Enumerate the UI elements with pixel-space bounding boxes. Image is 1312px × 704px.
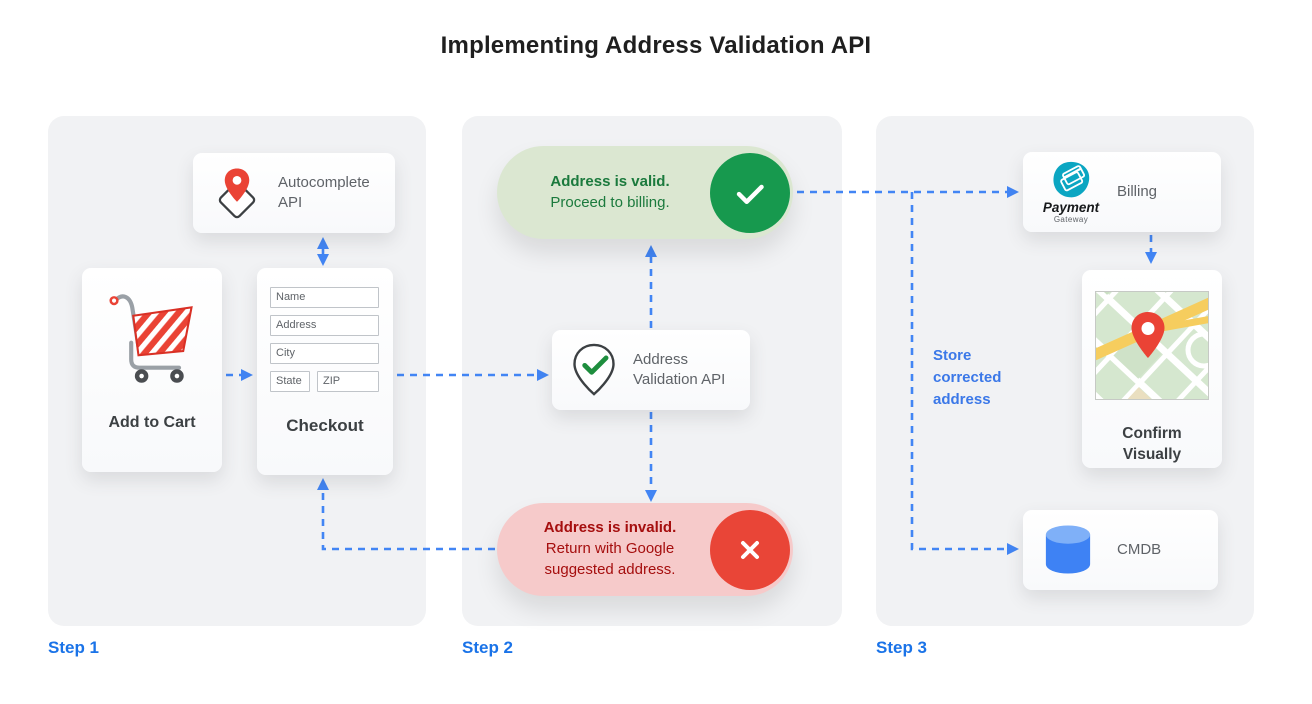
billing-card: Payment Gateway Billing <box>1023 152 1221 232</box>
autocomplete-api-label: Autocomplete API <box>278 174 370 211</box>
payment-logo-title: Payment <box>1042 199 1100 215</box>
address-invalid-pill: Address is invalid. Return with Google s… <box>497 503 793 596</box>
address-field: Address <box>270 315 379 336</box>
confirm-visually-card: Confirm Visually <box>1082 270 1222 468</box>
payment-gateway-logo: Payment Gateway <box>1033 160 1109 225</box>
step3-panel: Payment Gateway Billing <box>876 116 1254 626</box>
cmdb-card: CMDB <box>1023 510 1218 590</box>
address-validation-api-label: Address Validation API <box>633 351 726 388</box>
step2-panel: Address is valid. Proceed to billing. Ad… <box>462 116 842 626</box>
invalid-title: Address is invalid. <box>543 519 677 537</box>
city-field: City <box>270 343 379 364</box>
checkout-form: Name Address City State ZIP <box>257 268 393 399</box>
address-valid-pill: Address is valid. Proceed to billing. <box>497 146 793 239</box>
autocomplete-api-card: Autocomplete API <box>193 153 395 233</box>
invalid-subtitle: Return with Google suggested address. <box>544 540 676 578</box>
step1-label: Step 1 <box>48 638 100 657</box>
cmdb-label: CMDB <box>1117 541 1162 559</box>
invalid-x-badge <box>710 509 790 590</box>
checkout-label: Checkout <box>286 416 364 435</box>
name-field: Name <box>270 287 379 308</box>
map-thumbnail <box>1095 291 1209 400</box>
state-field: State <box>270 371 310 392</box>
database-icon <box>1045 525 1091 574</box>
page-title: Implementing Address Validation API <box>440 32 872 59</box>
store-corrected-address-note: Store corrected address <box>933 347 1002 408</box>
valid-subtitle: Proceed to billing. <box>550 193 670 211</box>
add-to-cart-card: Add to Cart <box>82 268 222 472</box>
payment-logo-subtitle: Gateway <box>1053 215 1089 225</box>
valid-title: Address is valid. <box>550 172 670 190</box>
confirm-visually-label: Confirm Visually <box>1122 425 1182 463</box>
payment-gateway-blob-icon <box>1053 161 1090 198</box>
step2-label: Step 2 <box>462 638 514 657</box>
add-to-cart-label: Add to Cart <box>108 414 196 431</box>
zip-field: ZIP <box>317 371 379 392</box>
x-icon <box>741 540 759 559</box>
address-validation-api-card: Address Validation API <box>552 330 750 410</box>
checkout-card: Name Address City State ZIP Checkout <box>257 268 393 475</box>
map-pin-diamond-icon <box>218 168 256 219</box>
validation-pin-check-icon <box>573 343 615 396</box>
step1-panel: Autocomplete API Add to Cart <box>48 116 426 626</box>
step3-label: Step 3 <box>876 638 928 657</box>
shopping-cart-icon <box>109 294 193 383</box>
check-icon <box>736 184 764 204</box>
billing-label: Billing <box>1117 183 1158 201</box>
valid-check-badge <box>710 152 790 233</box>
